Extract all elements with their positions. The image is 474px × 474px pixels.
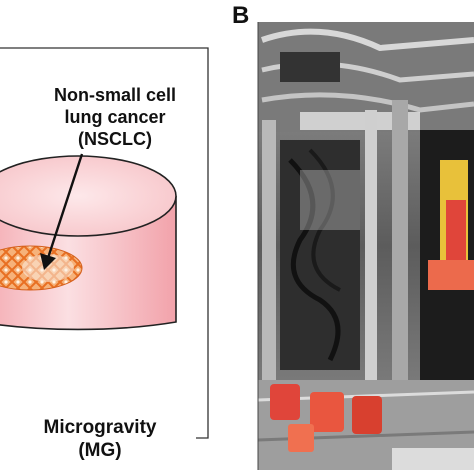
- panel-a-frame: [0, 47, 209, 439]
- culture-cylinder: [0, 155, 177, 331]
- pointer-arrow: [40, 153, 84, 270]
- microgravity-label-line1: Microgravity: [43, 417, 157, 438]
- microgravity-label: Microgravity (MG): [10, 416, 190, 462]
- nsclc-label-line2: lung cancer: [64, 107, 166, 127]
- nsclc-label-line3: (NSCLC): [78, 129, 152, 149]
- microgravity-label-line2: (MG): [78, 440, 122, 461]
- panel-b-letter: B: [232, 2, 250, 29]
- nsclc-cell-layer: [0, 245, 83, 291]
- incubator-photo: [258, 22, 474, 470]
- nsclc-label: Non-small cell lung cancer (NSCLC): [20, 84, 210, 150]
- nsclc-label-line1: Non-small cell: [53, 85, 177, 105]
